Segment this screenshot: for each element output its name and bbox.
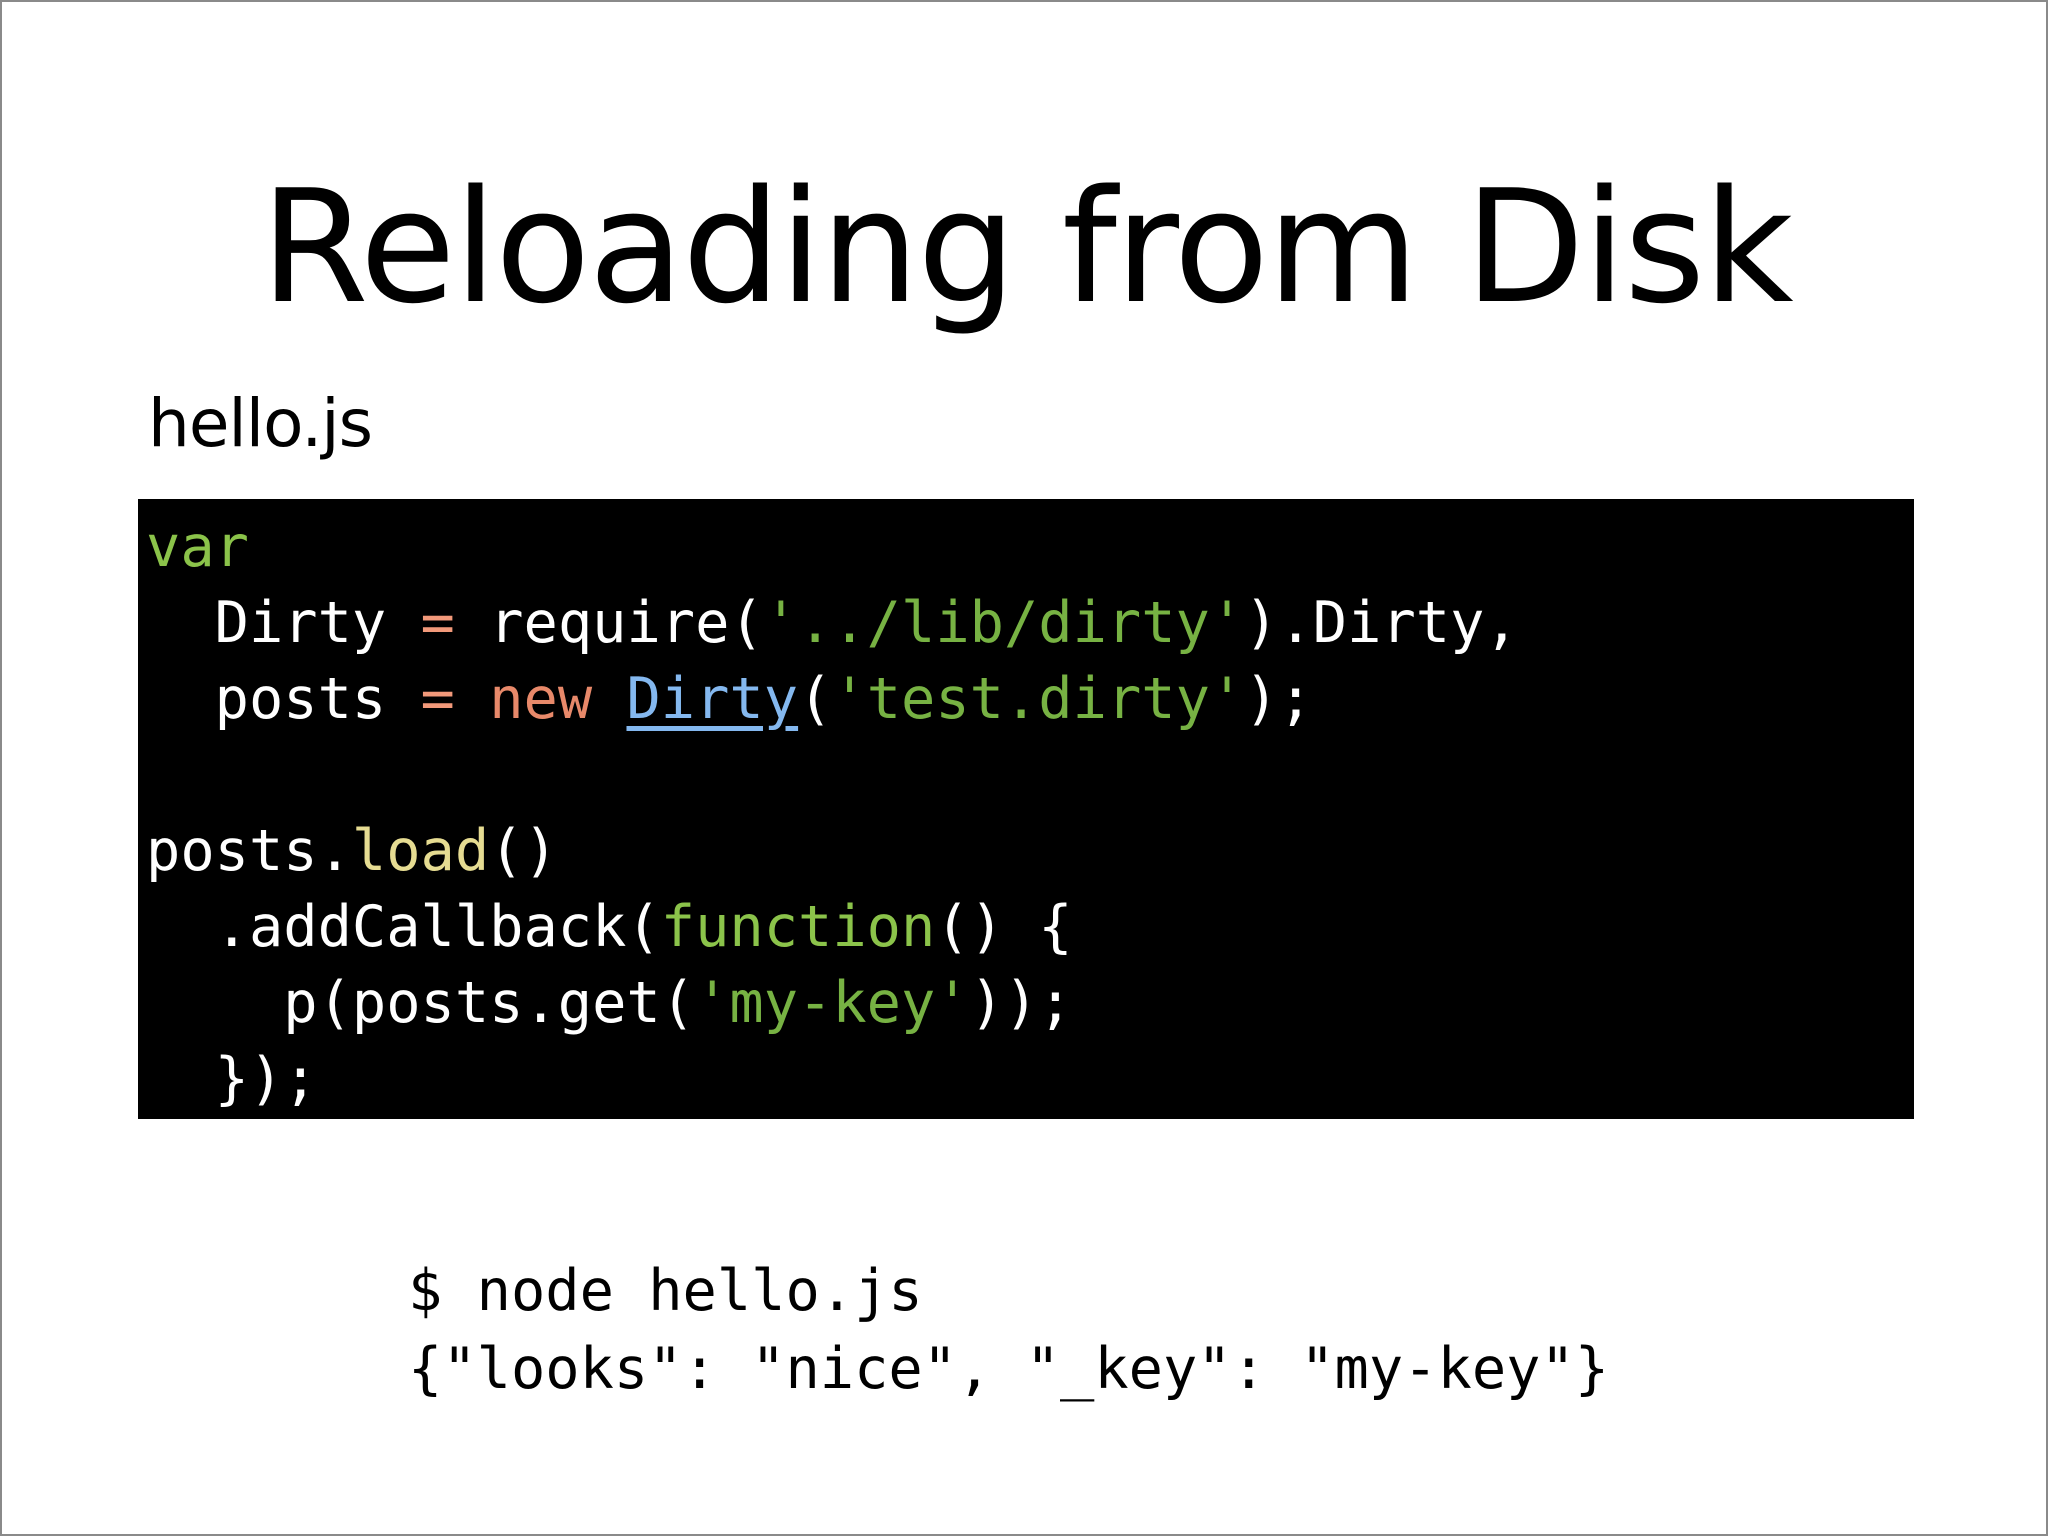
code-block: var Dirty = require('../lib/dirty').Dirt… — [138, 499, 1914, 1119]
code-token: new — [489, 666, 593, 732]
code-token: function — [660, 894, 936, 960]
code-token: ).Dirty, — [1244, 590, 1519, 656]
code-token — [455, 666, 489, 732]
code-token: Dirty — [146, 590, 421, 656]
code-line: Dirty = require('../lib/dirty').Dirty, — [146, 585, 1519, 661]
code-token: ( — [798, 666, 833, 732]
code-token: )); — [969, 970, 1073, 1036]
code-token: p(posts.get( — [146, 970, 696, 1036]
code-token: require( — [454, 590, 764, 656]
code-line — [146, 737, 1519, 813]
terminal-output: $ node hello.js {"looks": "nice", "_key":… — [408, 1252, 1609, 1408]
code-token: posts. — [146, 818, 352, 884]
code-token: = — [420, 590, 455, 656]
code-token: load — [351, 818, 490, 884]
code-token — [592, 666, 626, 732]
code-line: }); — [146, 1041, 1519, 1117]
code-token: }); — [146, 1046, 318, 1112]
terminal-command: $ node hello.js — [408, 1258, 923, 1324]
code-token: = — [420, 666, 455, 732]
code-token: '../lib/dirty' — [763, 590, 1245, 656]
code-line: p(posts.get('my-key')); — [146, 965, 1519, 1041]
terminal-result: {"looks": "nice", "_key": "my-key"} — [408, 1336, 1610, 1402]
code-token: Dirty — [626, 666, 799, 732]
code-line: posts = new Dirty('test.dirty'); — [146, 661, 1519, 737]
code-token: posts — [146, 666, 421, 732]
code-line: .addCallback(function() { — [146, 889, 1519, 965]
code-token: var — [146, 514, 249, 580]
code-token: ); — [1244, 666, 1313, 732]
code-line: posts.load() — [146, 813, 1519, 889]
code-token: .addCallback( — [146, 894, 661, 960]
code-token: () { — [935, 894, 1073, 960]
code-listing: var Dirty = require('../lib/dirty').Dirt… — [146, 509, 1519, 1117]
code-token: () — [489, 818, 558, 884]
code-token: 'test.dirty' — [832, 666, 1245, 732]
code-filename-label: hello.js — [148, 385, 373, 462]
slide-title: Reloading from Disk — [260, 156, 1793, 338]
code-token: 'my-key' — [695, 970, 970, 1036]
code-line: var — [146, 509, 1519, 585]
